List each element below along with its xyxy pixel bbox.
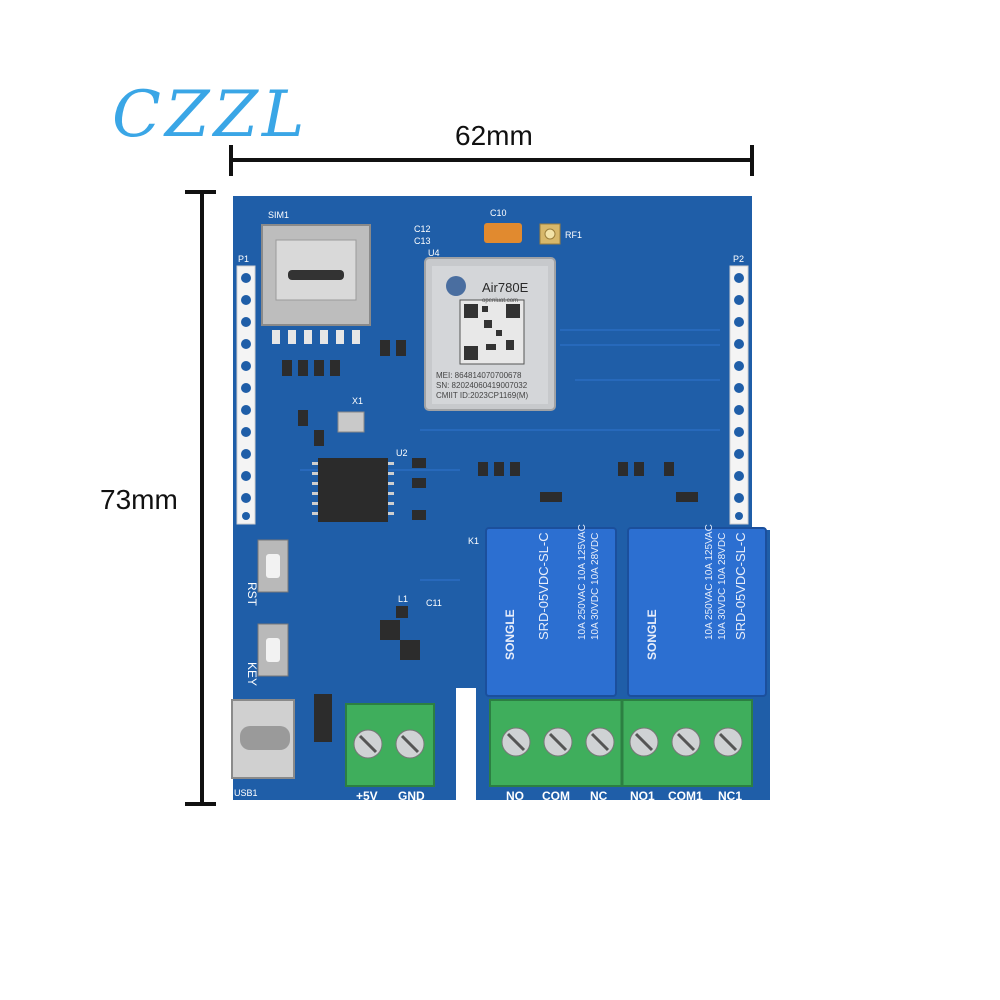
header-p2 <box>729 265 749 525</box>
silk-u4: U4 <box>428 248 440 258</box>
terminal-label-no1: NO1 <box>630 789 655 803</box>
silk-p1: P1 <box>238 254 249 264</box>
terminal-label-gnd: GND <box>398 789 425 803</box>
mcu-chip <box>312 458 394 522</box>
silk-p2: P2 <box>733 254 744 264</box>
silk-l1: L1 <box>398 594 408 604</box>
relay-2: SRD-05VDC-SL-C 10A 250VAC 10A 125VAC 10A… <box>627 524 767 697</box>
height-dimension-label: 73mm <box>100 484 178 515</box>
key-button[interactable] <box>257 623 289 677</box>
silk-c10: C10 <box>490 208 507 218</box>
header-p1 <box>236 265 256 525</box>
terminal-label-com1: COM1 <box>668 789 703 803</box>
svg-text:SONGLE: SONGLE <box>503 609 517 660</box>
terminal-label-nc: NC <box>590 789 608 803</box>
silk-rf1: RF1 <box>565 230 582 240</box>
terminal-label-nc1: NC1 <box>718 789 742 803</box>
silk-c12: C12 <box>414 224 431 234</box>
terminal-label-com: COM <box>542 789 570 803</box>
air780e-module <box>424 257 556 411</box>
silk-key: KEY <box>245 662 259 686</box>
silk-c11: C11 <box>426 598 442 608</box>
smd-components <box>282 340 698 742</box>
silk-k1: K1 <box>468 536 479 546</box>
module-mei-text: MEI: 864814070700678 <box>436 371 522 380</box>
width-dimension-line <box>229 145 754 176</box>
terminal-label-no: NO <box>506 789 524 803</box>
relay-terminal-block <box>489 699 753 787</box>
silk-usb1: USB1 <box>234 788 258 798</box>
svg-text:10A 250VAC 10A 125VAC: 10A 250VAC 10A 125VAC <box>704 524 715 640</box>
module-brand-text: openluat.com <box>482 298 518 304</box>
relay-1: SRD-05VDC-SL-C 10A 250VAC 10A 125VAC 10A… <box>485 524 617 697</box>
svg-text:SRD-05VDC-SL-C: SRD-05VDC-SL-C <box>733 532 748 640</box>
sim-card-holder <box>261 224 371 344</box>
brand-logo: CZZL <box>112 78 309 152</box>
height-dimension-line <box>185 190 216 806</box>
silk-x1: X1 <box>352 396 363 406</box>
module-sn-text: SN: 82024060419007032 <box>436 381 528 390</box>
silk-u2: U2 <box>396 448 408 458</box>
rf-connector <box>539 223 561 245</box>
module-cmiit-text: CMIIT ID:2023CP1169(M) <box>436 391 529 400</box>
module-model-text: Air780E <box>482 280 529 295</box>
svg-text:10A 250VAC 10A 125VAC: 10A 250VAC 10A 125VAC <box>577 524 588 640</box>
silk-c13: C13 <box>414 236 431 246</box>
rst-button[interactable] <box>257 539 289 593</box>
svg-text:SONGLE: SONGLE <box>645 609 659 660</box>
svg-text:SRD-05VDC-SL-C: SRD-05VDC-SL-C <box>536 532 551 640</box>
svg-text:10A 30VDC 10A 28VDC: 10A 30VDC 10A 28VDC <box>717 533 728 640</box>
power-terminal-block <box>345 703 435 787</box>
usb-c-port <box>231 699 295 779</box>
width-dimension-label: 62mm <box>455 120 533 151</box>
crystal-oscillator <box>337 411 365 433</box>
svg-text:10A 30VDC 10A 28VDC: 10A 30VDC 10A 28VDC <box>590 533 601 640</box>
terminal-label-5v: +5V <box>356 789 378 803</box>
silk-rst: RST <box>245 582 259 607</box>
tantalum-capacitor <box>484 223 522 243</box>
silk-sim1: SIM1 <box>268 210 289 220</box>
